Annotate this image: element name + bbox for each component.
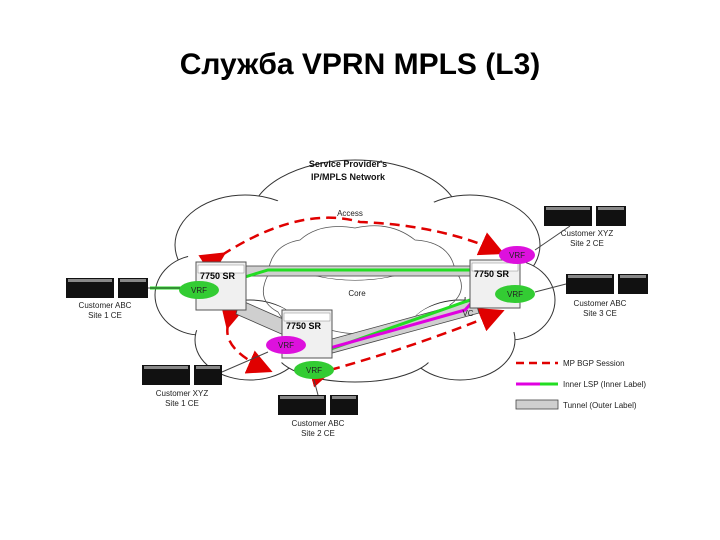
- svg-text:VRF: VRF: [306, 366, 322, 375]
- vrf-right-bottom: VRF: [495, 285, 535, 303]
- ce-device-xyz-site1: Customer XYZ Site 1 CE: [142, 365, 222, 408]
- router-right: 7750 SR: [469, 259, 521, 309]
- svg-text:Site 1 CE: Site 1 CE: [165, 399, 199, 408]
- legend-lsp: Inner LSP (Inner Label): [516, 380, 646, 389]
- vrf-bottom-magenta: VRF: [266, 336, 306, 354]
- ce-device-abc-site2: Customer ABC Site 2 CE: [278, 395, 358, 438]
- svg-text:VRF: VRF: [509, 251, 525, 260]
- svg-text:VRF: VRF: [507, 290, 523, 299]
- svg-text:Customer XYZ: Customer XYZ: [561, 229, 614, 238]
- legend-tunnel: Tunnel (Outer Label): [515, 399, 637, 410]
- ce-device-abc-site3: Customer ABC Site 3 CE: [566, 274, 648, 318]
- svg-text:Site 2 CE: Site 2 CE: [570, 239, 604, 248]
- ce-device-xyz-site2: Customer XYZ Site 2 CE: [544, 206, 626, 248]
- router-bottom-label: 7750 SR: [286, 321, 322, 331]
- core-label: Core: [348, 289, 366, 298]
- network-name-line1: Service Provider's: [309, 159, 387, 169]
- legend-bgp: MP BGP Session: [516, 359, 625, 368]
- ce-links: [148, 225, 571, 396]
- vrf-bottom-green: VRF: [294, 361, 334, 379]
- page-title: Служба VPRN MPLS (L3): [179, 48, 541, 81]
- vrf-left: VRF: [179, 281, 219, 299]
- access-label: Access: [337, 209, 363, 218]
- vrf-right-top: VRF: [499, 246, 535, 264]
- router-right-label: 7750 SR: [474, 269, 510, 279]
- legend: MP BGP Session Inner LSP (Inner Label) T…: [515, 359, 646, 410]
- svg-text:Customer XYZ: Customer XYZ: [156, 389, 209, 398]
- svg-text:VRF: VRF: [278, 341, 294, 350]
- router-left-label: 7750 SR: [200, 271, 236, 281]
- vc-label: VC: [462, 309, 473, 318]
- svg-text:Customer ABC: Customer ABC: [79, 301, 132, 310]
- svg-text:VRF: VRF: [191, 286, 207, 295]
- svg-text:Inner LSP (Inner Label): Inner LSP (Inner Label): [563, 380, 646, 389]
- bgp-sessions: [198, 216, 505, 388]
- svg-text:Customer ABC: Customer ABC: [292, 419, 345, 428]
- ce-device-abc-site1: Customer ABC Site 1 CE: [66, 278, 148, 320]
- svg-text:Site 2 CE: Site 2 CE: [301, 429, 335, 438]
- svg-text:Customer ABC: Customer ABC: [574, 299, 627, 308]
- svg-text:MP BGP Session: MP BGP Session: [563, 359, 625, 368]
- svg-text:Site 3 CE: Site 3 CE: [583, 309, 617, 318]
- svg-text:Site 1 CE: Site 1 CE: [88, 311, 122, 320]
- svg-text:Tunnel (Outer Label): Tunnel (Outer Label): [563, 401, 637, 410]
- network-name-line2: IP/MPLS Network: [311, 172, 386, 182]
